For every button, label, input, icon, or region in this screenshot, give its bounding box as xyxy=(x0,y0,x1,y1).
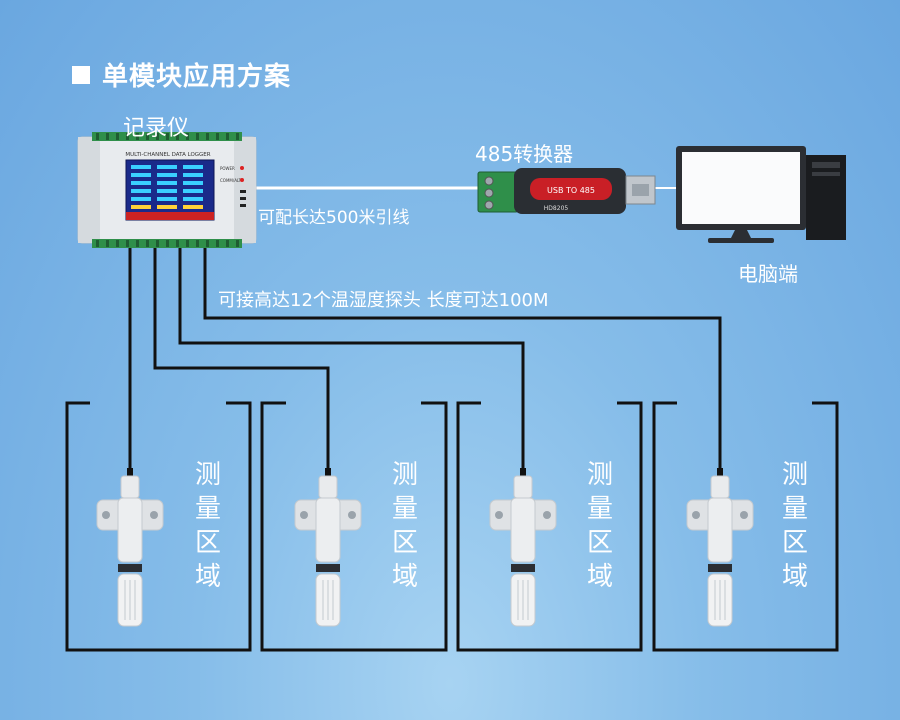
zone-label-1: 测量区域 xyxy=(194,460,221,592)
probe-wires xyxy=(128,245,722,470)
heading-text: 单模块应用方案 xyxy=(102,62,292,92)
converter-label: 485转换器 xyxy=(475,142,574,166)
zone-box-3 xyxy=(456,401,643,652)
logger-status-comm: COMM/ALT xyxy=(220,178,242,183)
zone-label-2: 测量区域 xyxy=(391,460,418,592)
probe-note: 可接高达12个温湿度探头 长度可达100M xyxy=(218,290,549,311)
probe-wire-4 xyxy=(203,245,722,470)
logger-status-power: POWER xyxy=(220,166,235,171)
section-heading: 单模块应用方案 xyxy=(72,56,291,93)
converter-text: USB TO 485 xyxy=(547,186,595,195)
probe-wire-2 xyxy=(153,245,330,470)
usb-485-converter-icon: USB TO 485 HD8205 xyxy=(477,168,656,214)
zone-label-3: 测量区域 xyxy=(586,460,613,592)
probe-3 xyxy=(489,468,557,627)
logger-panel-title: MULTI-CHANNEL DATA LOGGER xyxy=(125,152,210,158)
probe-wire-3 xyxy=(178,245,525,470)
probe-1 xyxy=(96,468,164,627)
data-logger-icon: MULTI-CHANNEL DATA LOGGER POWER COMM/ALT xyxy=(77,132,257,248)
zone-box-4 xyxy=(652,401,839,652)
pc-label: 电脑端 xyxy=(738,262,798,286)
desktop-pc-icon xyxy=(676,146,846,243)
converter-model: HD8205 xyxy=(544,205,569,212)
cable-note: 可配长达500米引线 xyxy=(258,208,410,228)
zone-box-2 xyxy=(260,401,448,652)
zone-label-4: 测量区域 xyxy=(781,460,808,592)
probe-4 xyxy=(686,468,754,627)
temperature-humidity-probe-icon xyxy=(96,468,754,627)
logger-label: 记录仪 xyxy=(123,116,190,141)
square-bullet-icon xyxy=(72,65,90,84)
zone-boxes xyxy=(65,401,839,652)
zone-box-1 xyxy=(65,401,252,652)
probe-2 xyxy=(294,468,362,627)
